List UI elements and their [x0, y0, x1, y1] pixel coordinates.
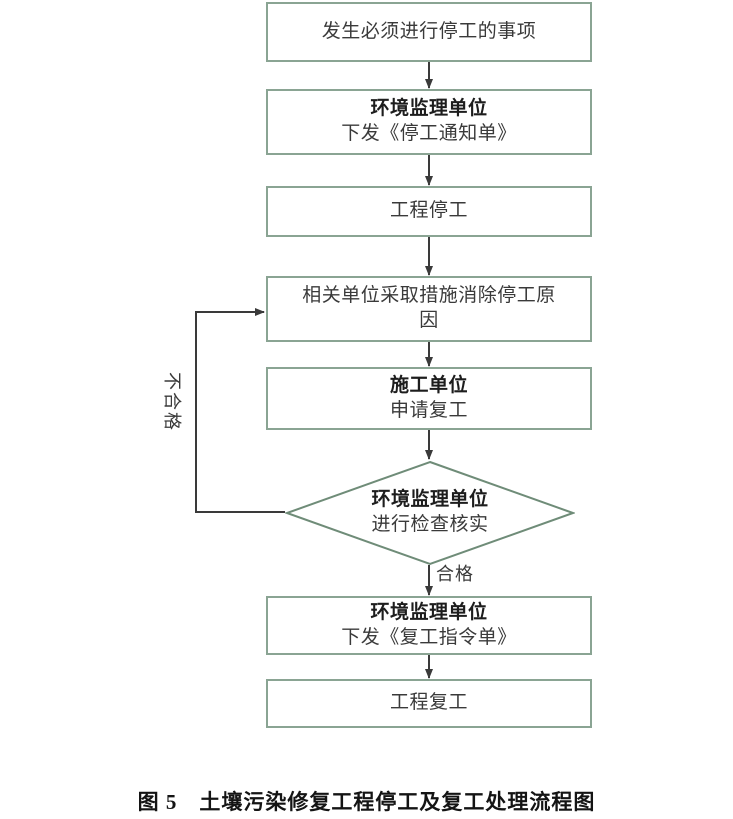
node-line-1: 发生必须进行停工的事项 [321, 20, 537, 42]
figure-title: 土壤污染修复工程停工及复工处理流程图 [199, 790, 596, 814]
node-project-stopped[interactable]: 工程停工 [266, 186, 592, 237]
node-apply-resume[interactable]: 施工单位 申请复工 [266, 367, 592, 430]
node-trigger-event[interactable]: 发生必须进行停工的事项 [266, 2, 592, 62]
node-line-2: 因 [419, 310, 439, 331]
connector-fail-loop [195, 308, 285, 513]
node-line-2: 申请复工 [389, 399, 468, 421]
node-line-1: 施工单位 [389, 374, 468, 396]
node-remove-cause[interactable]: 相关单位采取措施消除停工原 因 [266, 276, 592, 342]
node-line-1: 工程复工 [389, 692, 468, 714]
node-issue-stop-notice[interactable]: 环境监理单位 下发《停工通知单》 [266, 89, 592, 155]
diamond-shape [285, 460, 575, 566]
figure-caption: 图 5 土壤污染修复工程停工及复工处理流程图 [0, 786, 733, 816]
node-line-2: 下发《停工通知单》 [341, 123, 517, 144]
edge-label-fail: 不合格 [162, 372, 182, 432]
node-inspection-check[interactable]: 环境监理单位 进行检查核实 [285, 460, 575, 566]
node-line-1: 环境监理单位 [370, 98, 488, 120]
node-issue-resume-order[interactable]: 环境监理单位 下发《复工指令单》 [266, 596, 592, 655]
node-project-resumed[interactable]: 工程复工 [266, 679, 592, 728]
node-line-1: 相关单位采取措施消除停工原 [302, 285, 556, 307]
node-line-2: 下发《复工指令单》 [341, 626, 517, 648]
figure-number: 图 5 [137, 790, 178, 814]
edge-label-pass: 合格 [436, 564, 474, 584]
node-line-1: 环境监理单位 [370, 601, 488, 623]
node-line-1: 工程停工 [389, 200, 468, 222]
